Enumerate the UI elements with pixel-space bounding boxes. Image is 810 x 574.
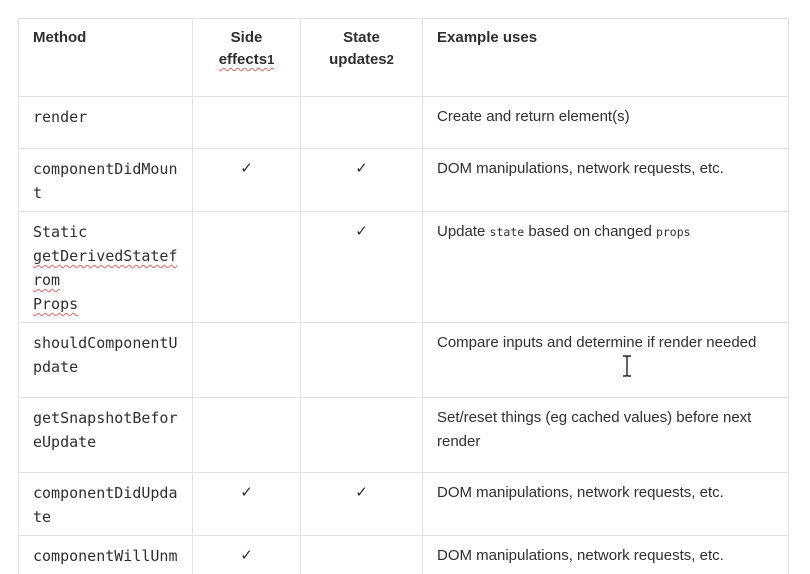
- header-state-updates: State updates2: [300, 18, 423, 97]
- example-uses-cell: Compare inputs and determine if render n…: [422, 322, 789, 398]
- side-effects-cell: [192, 322, 301, 398]
- example-uses-cell: Create and return element(s): [422, 96, 789, 149]
- method-cell: Static getDerivedStatefrom Props: [18, 211, 193, 323]
- header-state-updates-line1: State: [343, 29, 380, 46]
- state-updates-cell: ✓: [300, 472, 423, 536]
- side-effects-cell: ✓: [192, 535, 301, 574]
- header-state-updates-footnote: 2: [386, 52, 394, 67]
- method-line-3: Props: [33, 295, 79, 313]
- method-cell: componentWillUnmount: [18, 535, 193, 574]
- table-row: shouldComponentUpdate Compare inputs and…: [18, 322, 789, 398]
- uses-text-2: based on changed: [524, 223, 656, 240]
- table-row: componentDidUpdate ✓ ✓ DOM manipulations…: [18, 472, 789, 536]
- uses-code-props: props: [655, 225, 691, 239]
- state-updates-cell: [300, 322, 423, 398]
- side-effects-cell: [192, 397, 301, 473]
- table-row: getSnapshotBeforeUpdate Set/reset things…: [18, 397, 789, 473]
- table-header-row: Method Side effects1 State updates2 Exam…: [18, 18, 789, 97]
- method-line-2: getDerivedStatefrom: [33, 247, 178, 289]
- uses-code-state: state: [489, 225, 525, 239]
- table-row: componentDidMount ✓ ✓ DOM manipulations,…: [18, 148, 789, 212]
- side-effects-cell: ✓: [192, 472, 301, 536]
- method-cell: shouldComponentUpdate: [18, 322, 193, 398]
- side-effects-cell: [192, 96, 301, 149]
- method-cell: componentDidUpdate: [18, 472, 193, 536]
- state-updates-cell: ✓: [300, 148, 423, 212]
- header-side-effects-word: effects: [218, 51, 268, 68]
- method-line-1: Static: [33, 223, 88, 241]
- state-updates-cell: ✓: [300, 211, 423, 323]
- method-cell: getSnapshotBeforeUpdate: [18, 397, 193, 473]
- state-updates-cell: [300, 535, 423, 574]
- header-example-uses: Example uses: [422, 18, 789, 97]
- method-cell: render: [18, 96, 193, 149]
- header-side-effects: Side effects1: [192, 18, 301, 97]
- header-side-effects-line1: Side: [230, 29, 263, 46]
- table-row: componentWillUnmount ✓ DOM manipulations…: [18, 535, 789, 574]
- state-updates-cell: [300, 397, 423, 473]
- method-cell: componentDidMount: [18, 148, 193, 212]
- side-effects-cell: [192, 211, 301, 323]
- example-uses-cell: Set/reset things (eg cached values) befo…: [422, 397, 789, 473]
- uses-text-1: Update: [437, 223, 490, 240]
- header-state-updates-word: updates: [329, 51, 387, 68]
- example-uses-cell: DOM manipulations, network requests, etc…: [422, 535, 789, 574]
- table-row: Static getDerivedStatefrom Props ✓ Updat…: [18, 211, 789, 323]
- side-effects-cell: ✓: [192, 148, 301, 212]
- header-method: Method: [18, 18, 193, 97]
- example-uses-cell: DOM manipulations, network requests, etc…: [422, 148, 789, 212]
- text-cursor-icon: [622, 355, 632, 377]
- header-side-effects-line2: effects1: [219, 51, 275, 68]
- state-updates-cell: [300, 96, 423, 149]
- example-uses-cell: Update state based on changed props: [422, 211, 789, 323]
- table-row: render Create and return element(s): [18, 96, 789, 149]
- example-uses-cell: DOM manipulations, network requests, etc…: [422, 472, 789, 536]
- header-side-effects-footnote: 1: [267, 52, 275, 67]
- lifecycle-methods-table: Method Side effects1 State updates2 Exam…: [18, 18, 789, 574]
